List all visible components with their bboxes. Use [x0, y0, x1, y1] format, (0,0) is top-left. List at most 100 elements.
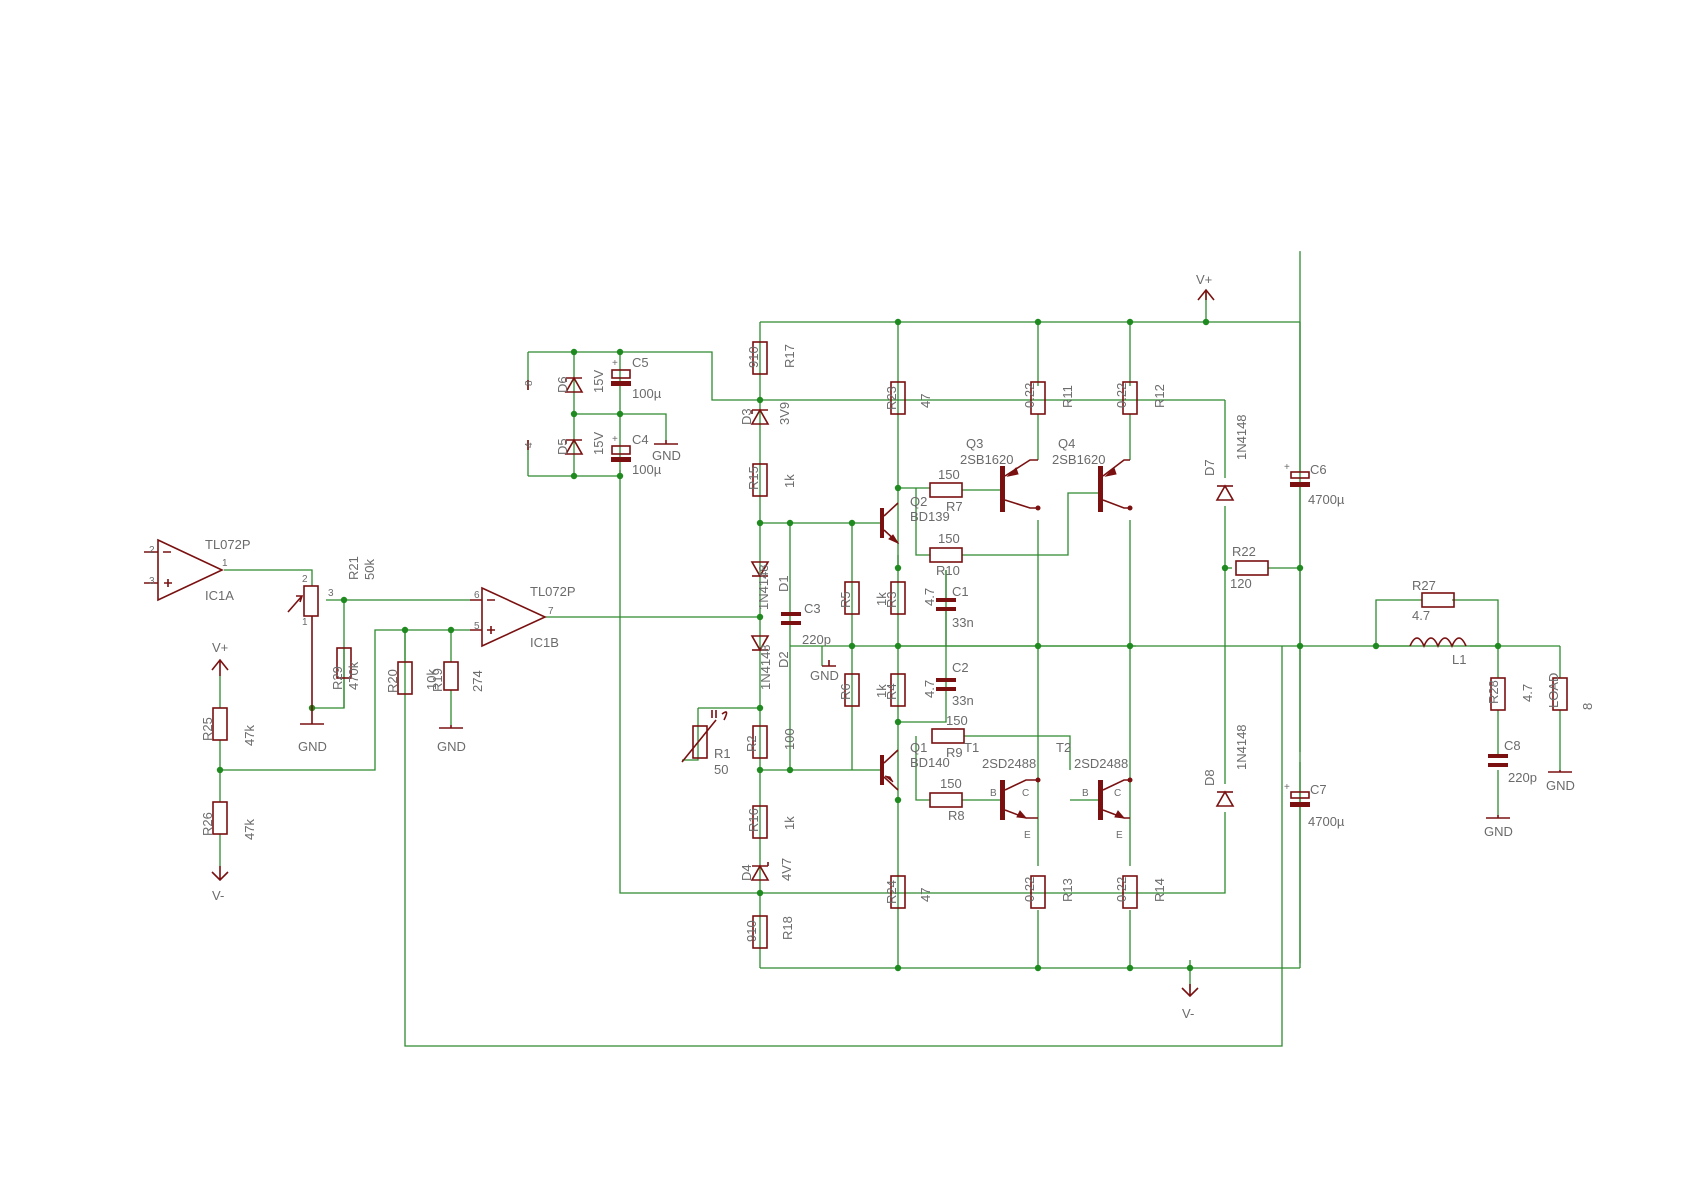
pin4-label: 4 — [524, 442, 535, 448]
r4-value: 4.7 — [922, 680, 937, 698]
r14-value: 0.22 — [1114, 877, 1129, 902]
transistor-q1: Q1 BD140 — [880, 740, 950, 791]
resistor-r5: R5 1k — [838, 581, 889, 615]
resistor-r14: 0.22 R14 — [1114, 875, 1167, 909]
diode-d2: D2 1N4148 — [750, 635, 791, 690]
r29-value: 470k — [346, 661, 361, 690]
r14-name: R14 — [1152, 878, 1167, 902]
diode-d7: D7 1N4148 — [1202, 414, 1249, 501]
r21-value: 50k — [362, 559, 377, 580]
transistor-q4: Q4 2SB1620 — [1052, 436, 1133, 512]
ic1a-value: TL072P — [205, 537, 251, 552]
vplus-symbol-right: V+ — [1196, 272, 1215, 301]
r25-value: 47k — [242, 725, 257, 746]
c5-name: C5 — [632, 355, 649, 370]
c4-plus: + — [612, 434, 618, 445]
r2-name: R2 — [744, 735, 759, 752]
junctions — [216, 318, 1502, 972]
r18-name: R18 — [780, 916, 795, 940]
r12-value: 0.22 — [1114, 383, 1129, 408]
r25-name: R25 — [200, 717, 215, 741]
resistor-r20: R20 10k — [385, 661, 439, 695]
pin8-label-group: 8 — [524, 380, 535, 390]
t1-value: 2SD2488 — [982, 756, 1036, 771]
r2-value: 100 — [782, 728, 797, 750]
resistor-load: LOAD 8 — [1546, 673, 1595, 711]
d8-name: D8 — [1202, 769, 1217, 786]
gnd-symbol-r19: GND — [437, 725, 466, 754]
resistor-r19: R19 274 — [430, 661, 485, 692]
ic1a-pin3: 3 — [149, 576, 155, 587]
ic1a-pin2: 2 — [149, 545, 155, 556]
resistor-r27: R27 4.7 — [1412, 578, 1455, 623]
q4-name: Q4 — [1058, 436, 1075, 451]
r11-name: R11 — [1060, 385, 1075, 408]
t2-pin-e: E — [1116, 830, 1123, 841]
gnd-label: GND — [298, 739, 327, 754]
resistor-r22: R22 120 — [1230, 544, 1269, 591]
resistor-r23: R23 47 — [884, 381, 933, 415]
r29-name: R29 — [330, 666, 345, 690]
capacitor-c7: + C7 4700µ — [1284, 782, 1345, 829]
opamp-ic1a: TL072P IC1A 2 3 1 — [144, 537, 251, 603]
diode-d1: D1 1N4148 — [750, 561, 791, 610]
r6-value: 1k — [874, 684, 889, 698]
capacitor-c8: C8 220p — [1488, 738, 1537, 785]
c8-value: 220p — [1508, 770, 1537, 785]
pot-r21: R21 50k 2 3 1 — [287, 556, 377, 708]
r8-name: R8 — [948, 808, 965, 823]
load-name: LOAD — [1546, 673, 1561, 708]
r13-name: R13 — [1060, 878, 1075, 902]
transistor-t1: T1 2SD2488 B C E — [964, 740, 1041, 841]
vplus-symbol-left: V+ — [211, 640, 229, 676]
resistor-r15: R15 1k — [746, 463, 797, 497]
d7-name: D7 — [1202, 459, 1217, 476]
c1-name: C1 — [952, 584, 969, 599]
r21-name: R21 — [346, 556, 361, 580]
l1-name: L1 — [1452, 652, 1466, 667]
ic1b-value: TL072P — [530, 584, 576, 599]
ic1b-name: IC1B — [530, 635, 559, 650]
resistor-r6: R6 1k — [838, 673, 889, 707]
r8-value: 150 — [940, 776, 962, 791]
c4-name: C4 — [632, 432, 649, 447]
vplus-label-right: V+ — [1196, 272, 1212, 287]
opamp-ic1b: TL072P IC1B 6 5 7 — [470, 584, 576, 650]
vminus-symbol-right: V- — [1181, 984, 1199, 1021]
zener-d5: D5 15V — [555, 432, 606, 455]
t2-name: T2 — [1056, 740, 1071, 755]
diode-d8: D8 1N4148 — [1202, 724, 1249, 807]
r24-value: 47 — [918, 888, 933, 902]
r21-pin3: 3 — [328, 588, 334, 599]
c3-name: C3 — [804, 601, 821, 616]
r12-name: R12 — [1152, 384, 1167, 408]
r22-name: R22 — [1232, 544, 1256, 559]
trimmer-r1: R1 50 — [681, 710, 731, 777]
t2-pin-c: C — [1114, 788, 1121, 799]
r9-value: 150 — [946, 713, 968, 728]
c7-plus: + — [1284, 782, 1290, 793]
pin4-label-group: 4 — [524, 440, 535, 450]
d1-value: 1N4148 — [756, 564, 771, 610]
c6-plus: + — [1284, 462, 1290, 473]
resistor-r7: 150 R7 — [929, 467, 963, 514]
r4-name: R4 — [884, 683, 899, 700]
r22-value: 120 — [1230, 576, 1252, 591]
r10-value: 150 — [938, 531, 960, 546]
r23-value: 47 — [918, 394, 933, 408]
r5-name: R5 — [838, 591, 853, 608]
r16-name: R16 — [746, 808, 761, 832]
capacitor-c5: + C5 100µ — [611, 355, 662, 401]
capacitor-c6: + C6 4700µ — [1284, 462, 1345, 507]
q3-value: 2SB1620 — [960, 452, 1014, 467]
resistor-r25: R25 47k — [200, 707, 257, 746]
transistor-q3: Q3 2SB1620 — [960, 436, 1041, 512]
ic1a-name: IC1A — [205, 588, 234, 603]
c2-name: C2 — [952, 660, 969, 675]
resistor-r8: 150 R8 — [929, 776, 965, 823]
r17-name: R17 — [782, 344, 797, 368]
c5-value: 100µ — [632, 386, 662, 401]
transistor-t2: T2 2SD2488 B C E — [1056, 740, 1133, 841]
r5-value: 1k — [874, 592, 889, 606]
ic1b-pin7: 7 — [548, 606, 554, 617]
